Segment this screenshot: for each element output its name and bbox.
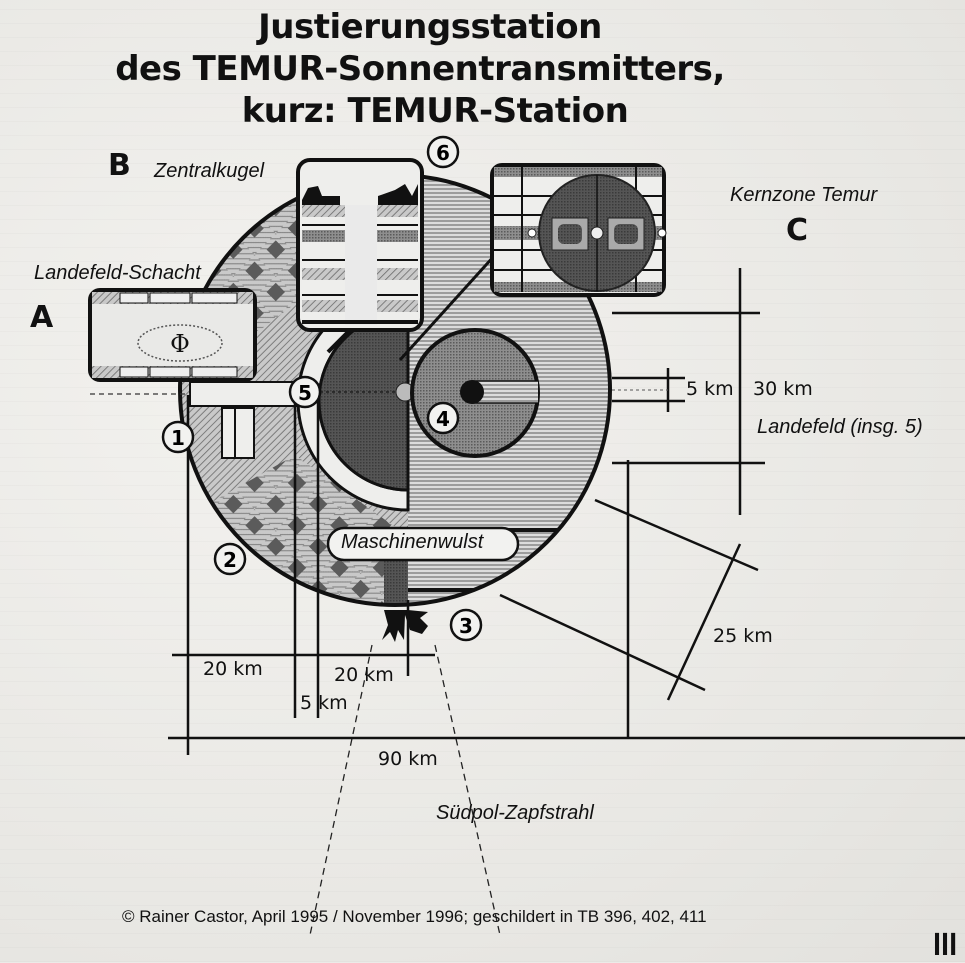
- dim-25km: 25 km: [713, 625, 773, 647]
- top-tower-box: [296, 158, 424, 332]
- marker-1[interactable]: 1: [161, 420, 195, 454]
- label-kernzone-temur: Kernzone Temur: [730, 184, 878, 206]
- marker-6[interactable]: 6: [426, 135, 460, 169]
- dim-30km: 30 km: [753, 378, 813, 400]
- svg-text:2: 2: [223, 548, 237, 572]
- dark-strip: [384, 555, 408, 605]
- svg-text:6: 6: [436, 141, 450, 165]
- svg-text:1: 1: [171, 426, 185, 450]
- landefeld-schacht-box: Φ: [88, 288, 257, 382]
- svg-text:4: 4: [436, 407, 450, 431]
- svg-text:3: 3: [459, 614, 473, 638]
- label-maschinenwulst: Maschinenwulst: [341, 531, 484, 553]
- dim-20km-left: 20 km: [203, 658, 263, 680]
- suedpol-jet-icon: [382, 610, 428, 642]
- dim-90km: 90 km: [378, 748, 438, 770]
- title-line-2: des TEMUR-Sonnentransmitters,: [115, 49, 725, 89]
- label-zentralkugel: Zentralkugel: [154, 160, 265, 182]
- section-label-c: C: [786, 213, 809, 248]
- svg-text:5: 5: [298, 381, 312, 405]
- dimension-lines: [168, 268, 965, 755]
- title-line-3: kurz: TEMUR-Station: [241, 91, 629, 131]
- page-title: Justierungsstation des TEMUR-Sonnentrans…: [0, 6, 800, 132]
- kernzone-box: [490, 163, 667, 297]
- title-line-1: Justierungsstation: [258, 7, 602, 47]
- label-suedpol-zapfstrahl: Südpol-Zapfstrahl: [436, 802, 594, 824]
- marker-3[interactable]: 3: [449, 608, 483, 642]
- dim-5km-landefeld: 5 km: [686, 378, 734, 400]
- marker-4[interactable]: 4: [426, 401, 460, 435]
- section-label-b: B: [108, 148, 131, 183]
- dim-5km-bottom: 5 km: [300, 692, 348, 714]
- label-landefeld-schacht: Landefeld-Schacht: [34, 262, 201, 284]
- landefeld-center-dot: [460, 380, 484, 404]
- marker-2[interactable]: 2: [213, 542, 247, 576]
- dim-20km-mid: 20 km: [334, 664, 394, 686]
- landefeld-disc: [410, 328, 540, 458]
- marker-5[interactable]: 5: [288, 375, 322, 409]
- section-label-a: A: [30, 300, 54, 335]
- page-number: III: [933, 928, 958, 963]
- phi-symbol: Φ: [170, 330, 190, 358]
- schacht-tunnel: [189, 381, 301, 407]
- label-landefeld: Landefeld (insg. 5): [757, 416, 923, 438]
- footer-credit: © Rainer Castor, April 1995 / November 1…: [122, 907, 707, 926]
- jet-line-right: [434, 644, 501, 936]
- maschinenwulst-label-pill: [326, 526, 520, 562]
- jet-line-left: [309, 644, 373, 936]
